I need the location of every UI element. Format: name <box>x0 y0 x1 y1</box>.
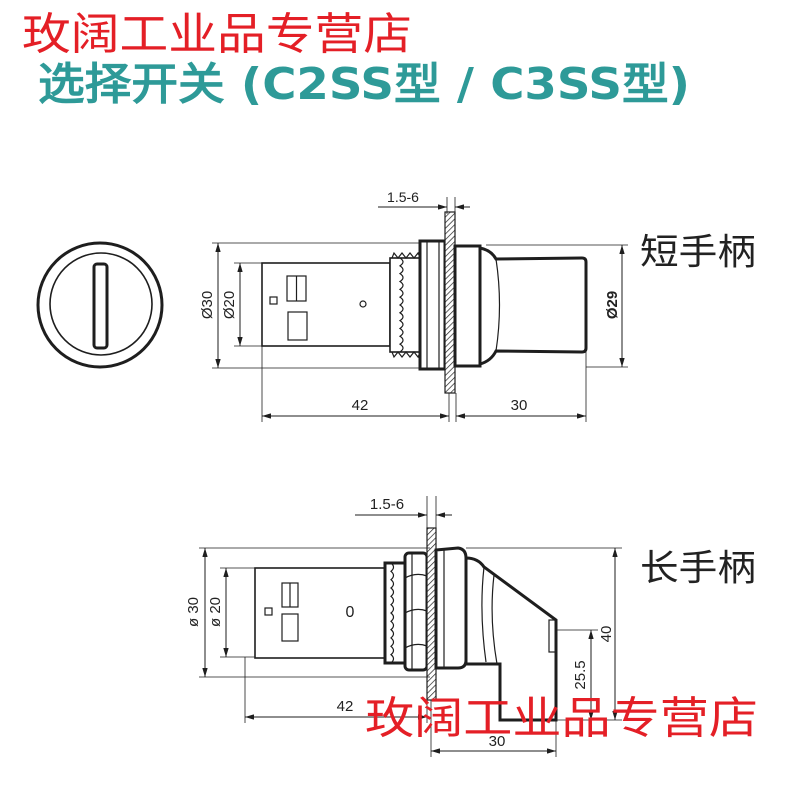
label-knob-length: 30 <box>511 397 528 414</box>
label-knob-length: 30 <box>489 733 506 750</box>
knob-base <box>453 244 482 368</box>
mounting-nut <box>418 239 447 371</box>
switch-body <box>254 567 386 659</box>
side-view-long-handle: 0 <box>254 527 558 722</box>
label-lever-height: 25.5 <box>572 660 589 689</box>
knob-base <box>434 546 468 670</box>
knob-contour <box>495 258 501 352</box>
short-knob <box>478 246 588 366</box>
body-mark: 0 <box>346 604 355 621</box>
long-lever <box>464 556 558 722</box>
caption-long-handle: 长手柄 <box>640 548 756 589</box>
dimensions-long-handle: 1.5-6 ø 30 ø 20 40 25.5 42 30 <box>185 496 622 757</box>
side-view-short-handle <box>261 211 588 394</box>
lever-contour-inner <box>491 574 498 665</box>
knob-slot <box>92 262 109 350</box>
label-body-dia: Ø20 <box>221 291 238 319</box>
shop-watermark-bottom: 玫阔工业品专营店 <box>365 693 758 744</box>
dimensions-short-handle: 1.5-6 Ø30 Ø20 Ø29 42 30 <box>199 189 628 422</box>
terminal-mark-small <box>264 607 273 616</box>
lever-notch <box>548 619 557 653</box>
page-title: 选择开关 (C2SS型 / C3SS型) <box>38 59 690 110</box>
label-body-length: 42 <box>337 698 354 715</box>
label-panel-thickness: 1.5-6 <box>387 189 419 205</box>
mounting-nut <box>403 551 429 672</box>
label-total-height: 40 <box>598 626 615 643</box>
terminal-mark-lower <box>287 311 308 341</box>
body-hole <box>359 300 367 308</box>
front-view-short-handle <box>36 241 164 369</box>
label-panel-thickness: 1.5-6 <box>370 496 404 513</box>
thread-section <box>383 561 407 665</box>
label-bezel-dia: Ø30 <box>199 291 216 319</box>
label-body-dia: ø 20 <box>207 597 224 627</box>
shop-watermark-top: 玫阔工业品专营店 <box>22 9 412 60</box>
lever-contour-outer <box>481 566 487 663</box>
thread-section <box>389 251 421 359</box>
label-knob-dia: Ø29 <box>604 291 621 319</box>
terminal-mark-lower <box>281 613 299 642</box>
label-bezel-dia: ø 30 <box>185 597 202 627</box>
terminal-mark-small <box>269 296 278 305</box>
label-body-length: 42 <box>352 397 369 414</box>
caption-short-handle: 短手柄 <box>640 232 756 273</box>
switch-body <box>261 262 391 347</box>
